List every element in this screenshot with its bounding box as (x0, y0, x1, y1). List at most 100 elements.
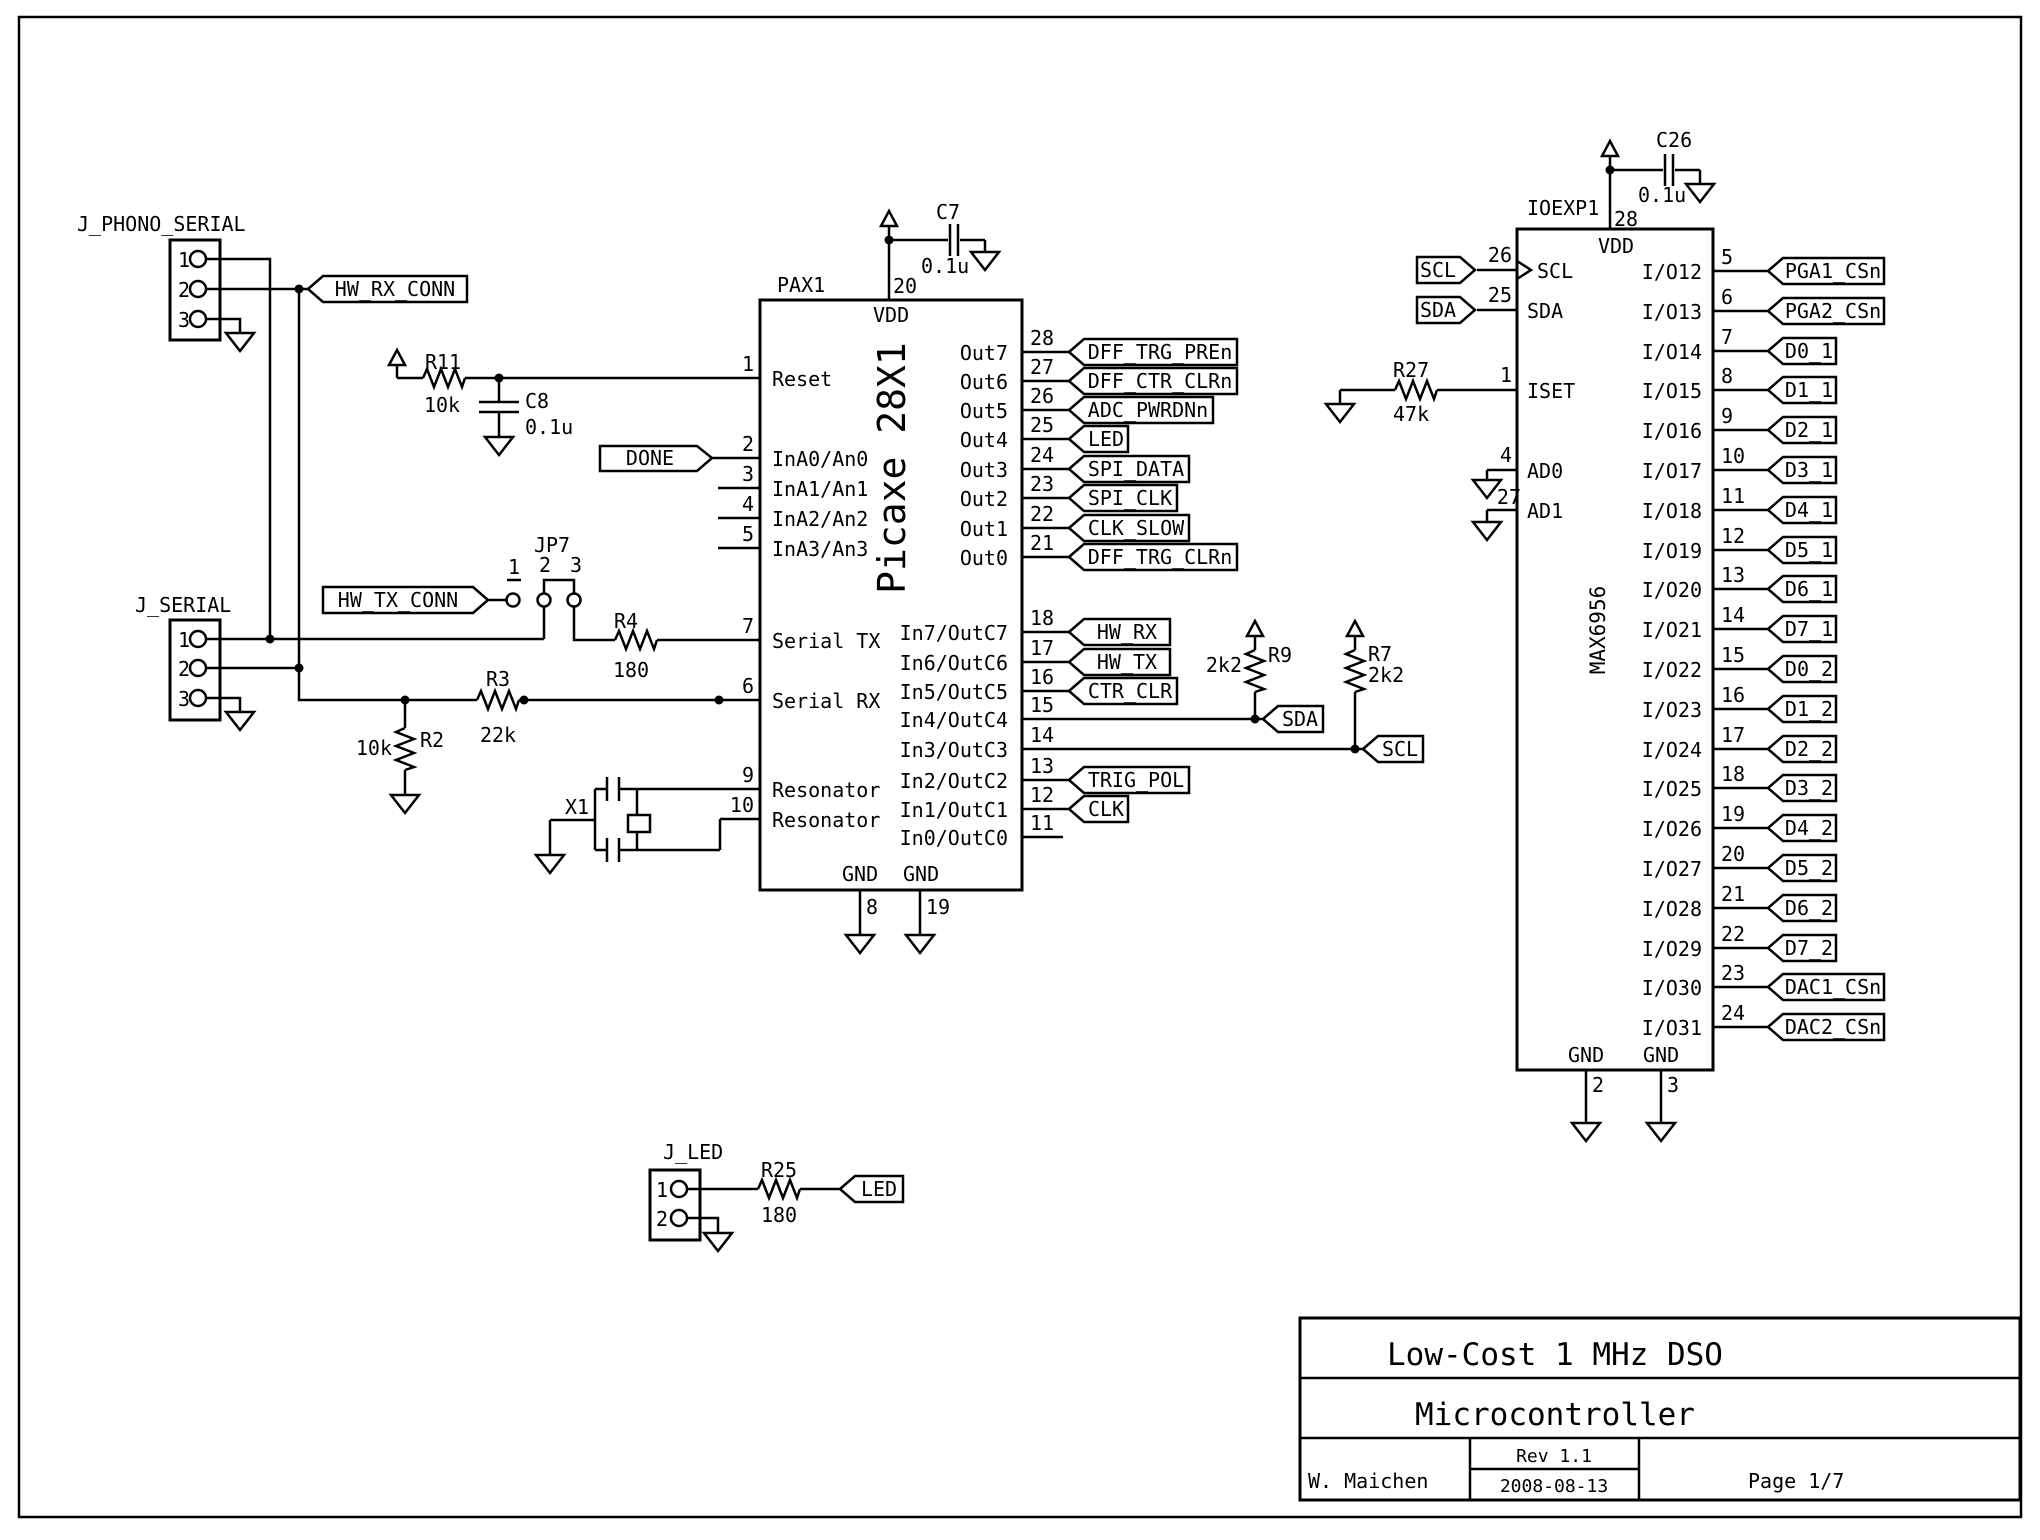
pin-name: I/O15 (1642, 379, 1702, 403)
net-tag-label: HW_RX (1097, 620, 1157, 644)
pin-number: 5 (742, 522, 754, 546)
net-tag-hw-rx-conn: HW_RX_CONN (306, 274, 469, 304)
pin-name: Out1 (960, 517, 1008, 541)
clock-input-icon (1516, 259, 1534, 281)
net-tag-label: SDA (1420, 298, 1456, 322)
pin-number: 9 (1721, 404, 1733, 428)
pin-number: 3 (1667, 1073, 1679, 1097)
pin-number: 15 (1721, 643, 1745, 667)
resistor-symbol (756, 1176, 802, 1202)
resistor-r7: R7 2k2 (1342, 642, 1404, 694)
net-tag (1067, 424, 1130, 454)
net-tag (1067, 647, 1172, 677)
pin-number: 22 (1721, 922, 1745, 946)
net-tag-label: HW_TX (1097, 650, 1157, 674)
part-ref: R25 (761, 1158, 797, 1182)
net-tag-label: CTR_CLR (1088, 679, 1173, 703)
pin-name: InA3/An3 (772, 537, 868, 561)
pin-name: I/O28 (1642, 897, 1702, 921)
pin-name: I/O19 (1642, 539, 1702, 563)
net-tag (1067, 483, 1179, 513)
pin-number: 2 (178, 278, 190, 302)
resistor-r27: R27 47k (1393, 358, 1439, 426)
pin-number: 20 (1721, 842, 1745, 866)
net-tag-label: DAC2_CSn (1785, 1015, 1881, 1039)
part-value: 2k2 (1368, 663, 1404, 687)
pin-circle (566, 592, 582, 608)
pin-number: 23 (1030, 472, 1054, 496)
pin-number: 25 (1488, 283, 1512, 307)
resonator-x1: X1 (565, 795, 652, 834)
wire (858, 224, 987, 935)
pin-name: I/O12 (1642, 260, 1702, 284)
net-tag (1067, 765, 1191, 795)
ic-part-name: Picaxe 28X1 (870, 342, 914, 594)
sheet-author: W. Maichen (1308, 1469, 1428, 1493)
ic-body (1515, 227, 1715, 1072)
net-tag (1766, 296, 1886, 326)
jumper-jp7: JP7 1 2 3 (505, 533, 582, 608)
connector-ref: J_SERIAL (135, 593, 231, 617)
junction-dots (265, 165, 1615, 754)
wire (1713, 269, 1768, 1029)
pin-number: 7 (742, 614, 754, 638)
pin-name: I/O31 (1642, 1016, 1702, 1040)
pin-number: 2 (742, 432, 754, 456)
pin-name: I/O20 (1642, 578, 1702, 602)
pin-name: SCL (1537, 259, 1573, 283)
pin-number: 28 (1614, 207, 1638, 231)
resistor-r25: R25 180 (756, 1158, 802, 1227)
resistor-symbol (1393, 377, 1439, 403)
pin-name: InA2/An2 (772, 507, 868, 531)
part-ref: C26 (1656, 128, 1692, 152)
net-tag (306, 274, 469, 304)
pin-number: 13 (1721, 563, 1745, 587)
pin-name: Out6 (960, 370, 1008, 394)
pin-number: 19 (926, 895, 950, 919)
wire (395, 365, 760, 795)
net-tag (1415, 255, 1477, 285)
net-tag-label: SDA (1282, 707, 1318, 731)
net-tag-label: SPI_DATA (1088, 457, 1184, 481)
ic-part-name: MAX6956 (1586, 586, 1610, 675)
pin-number: 1 (178, 628, 190, 652)
pin-number: 10 (730, 793, 754, 817)
pin-number: 18 (1721, 762, 1745, 786)
pin-name: Resonator (772, 808, 880, 832)
resistor-symbol (613, 627, 659, 653)
net-tag-label: PGA1_CSn (1785, 259, 1881, 283)
pin-name: I/O18 (1642, 499, 1702, 523)
crystal-symbol (626, 813, 652, 834)
pin-circle (188, 249, 208, 269)
pin-name: Serial TX (772, 629, 880, 653)
pin-circle (669, 1208, 689, 1228)
pin-name: GND (1643, 1043, 1679, 1067)
pin-number: 28 (1030, 326, 1054, 350)
pin-number: 27 (1030, 355, 1054, 379)
net-tag (1067, 794, 1130, 824)
pin-number: 19 (1721, 802, 1745, 826)
net-tag-label: D6_1 (1785, 577, 1833, 601)
net-tag-label: HW_TX_CONN (338, 588, 458, 612)
pin-name: In6/OutC6 (900, 651, 1008, 675)
pin-number: 22 (1030, 502, 1054, 526)
pin-name: I/O29 (1642, 937, 1702, 961)
resistor-r2: R2 10k (356, 726, 444, 772)
pin-number: 10 (1721, 444, 1745, 468)
net-tag-label: D2_2 (1785, 737, 1833, 761)
pin-number: 21 (1721, 882, 1745, 906)
pin-number: 2 (656, 1207, 668, 1231)
pin-name: InA0/An0 (772, 447, 868, 471)
net-tag-label: HW_RX_CONN (335, 277, 455, 301)
ic-ref: IOEXP1 (1527, 196, 1599, 220)
pin-circle (188, 629, 208, 649)
pin-number: 14 (1030, 723, 1054, 747)
pin-number: 11 (1721, 484, 1745, 508)
net-tag-label: D4_2 (1785, 816, 1833, 840)
part-value: 47k (1393, 402, 1429, 426)
pin-name: InA1/An1 (772, 477, 868, 501)
part-value: 0.1u (525, 415, 573, 439)
wire (686, 1070, 1663, 1233)
connector-body (168, 238, 222, 342)
